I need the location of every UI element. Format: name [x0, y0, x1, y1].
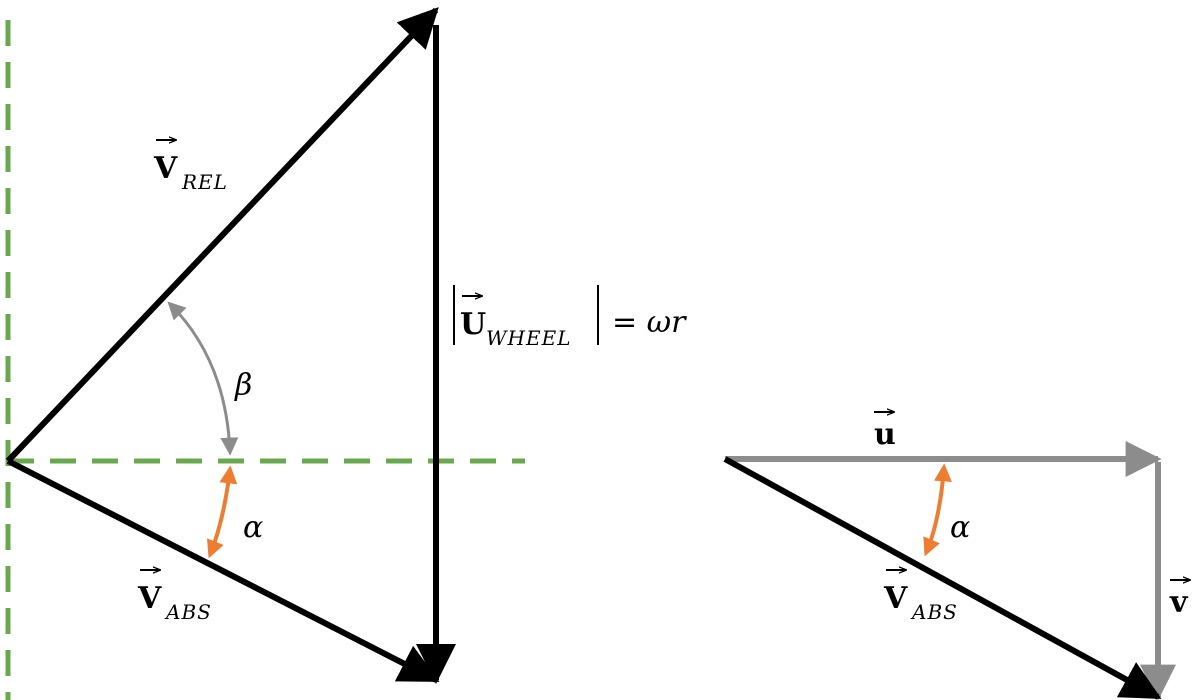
v-rel-vector	[5, 7, 439, 464]
alpha-right-label: α	[950, 510, 970, 545]
v-abs-left-label: V ABS	[137, 570, 212, 624]
beta-label: β	[234, 368, 252, 403]
u-wheel-subscript: WHEEL	[486, 326, 571, 350]
v-rel-symbol: V	[153, 151, 178, 186]
v-abs-left-subscript: ABS	[164, 600, 212, 624]
alpha-right-angle-arc	[923, 463, 952, 557]
u-wheel-equation: = ωr	[612, 305, 687, 340]
alpha-left-label: α	[243, 510, 263, 545]
u-small-symbol: u	[874, 417, 896, 452]
v-rel-subscript: REL	[181, 170, 228, 194]
v-abs-left-symbol: V	[137, 581, 162, 616]
u-wheel-symbol: U	[460, 307, 486, 342]
alpha-left-angle-arc	[206, 465, 238, 559]
v-abs-left-vector	[6, 458, 440, 683]
v-abs-right-vector	[723, 456, 1162, 700]
u-small-label: u	[874, 412, 896, 452]
v-abs-right-label: V ABS	[883, 570, 958, 624]
v-small-symbol: v	[1169, 585, 1189, 620]
v-abs-right-symbol: V	[883, 581, 908, 616]
v-rel-label: V REL	[153, 140, 228, 194]
beta-angle-arc	[167, 301, 239, 456]
v-small-label: v	[1169, 580, 1190, 620]
v-abs-right-subscript: ABS	[910, 600, 958, 624]
u-wheel-label: U WHEEL = ωr	[453, 285, 687, 350]
